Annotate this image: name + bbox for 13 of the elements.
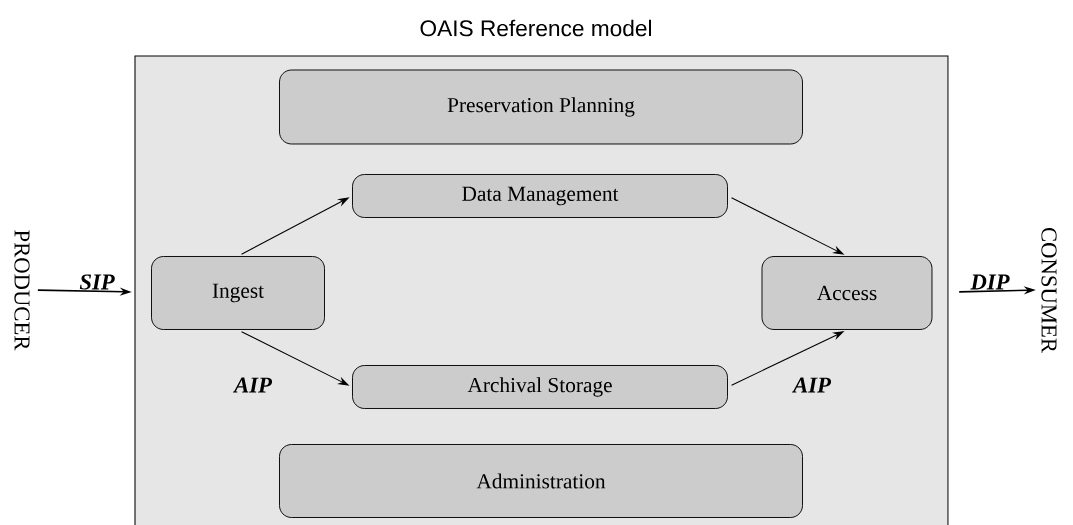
process-box: Access: [761, 256, 933, 330]
heading: OAIS Reference model: [420, 19, 651, 37]
process-box: Archival Storage: [352, 365, 728, 409]
edge-label: SIP: [79, 274, 115, 290]
actor-label: CONSUMER: [1041, 227, 1057, 353]
process-box: Administration: [279, 444, 803, 518]
process-box: Data Management: [352, 174, 728, 218]
process-box: Preservation Planning: [279, 69, 803, 145]
process-box: Ingest: [151, 256, 325, 330]
actor-label: PRODUCER: [14, 230, 30, 351]
edge-label: DIP: [970, 274, 1010, 290]
edge-label: AIP: [791, 377, 832, 393]
edge-label: AIP: [232, 377, 273, 393]
